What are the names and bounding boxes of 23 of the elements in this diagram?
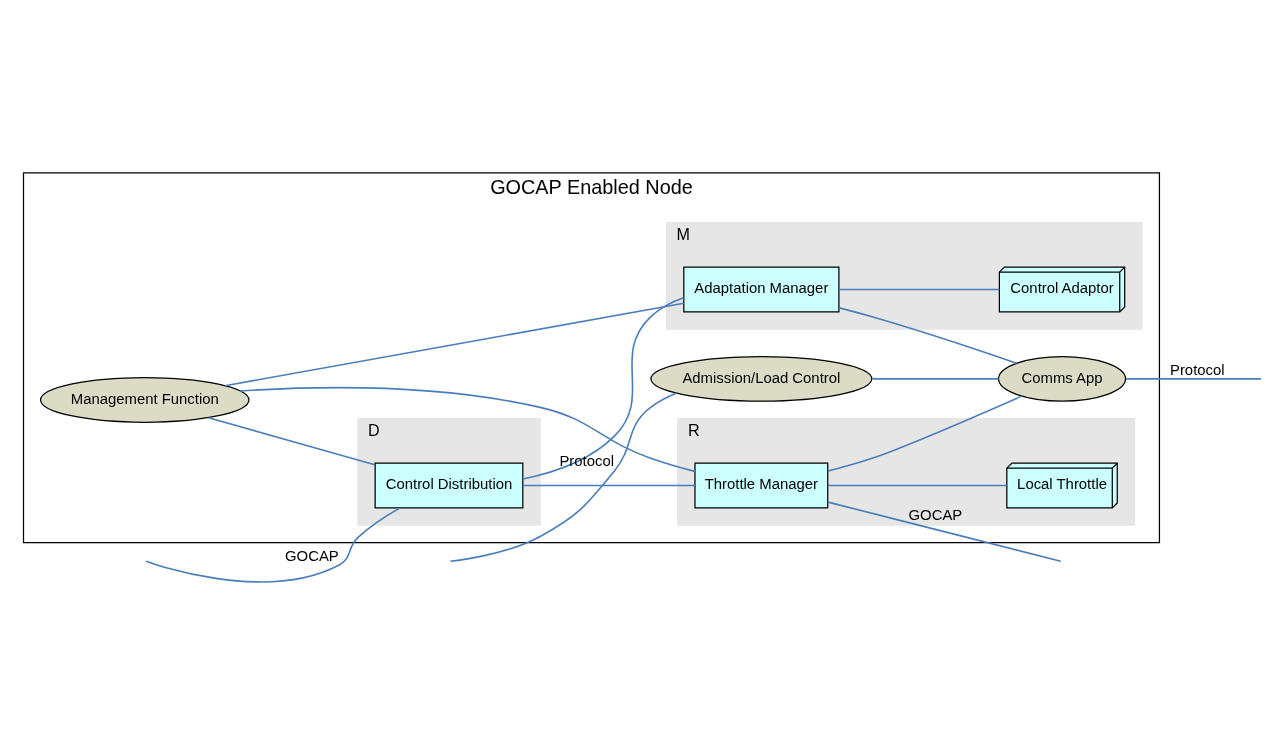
connector — [207, 416, 376, 466]
connector — [871, 377, 1000, 380]
node-ellipse: Comms App — [997, 355, 1127, 402]
edge-label: GOCAP — [908, 506, 963, 523]
connector — [449, 391, 677, 562]
connector — [239, 386, 696, 472]
connector — [224, 301, 685, 387]
node-box: Adaptation Manager — [683, 266, 840, 312]
connector — [522, 296, 685, 480]
edge-label: GOCAP — [285, 547, 339, 564]
connector — [838, 306, 1018, 364]
connector — [827, 484, 1008, 486]
connector — [1125, 377, 1262, 380]
connector — [838, 288, 1000, 290]
node-ellipse: Management Function — [40, 376, 250, 423]
connector — [827, 500, 1062, 562]
connector — [522, 484, 696, 486]
node-box: Control Distribution — [374, 462, 524, 508]
node-ellipse: Admission/Load Control — [650, 355, 873, 402]
connector — [827, 394, 1023, 472]
connector — [145, 506, 401, 583]
edge-label: Protocol — [1169, 361, 1225, 378]
node-box: Throttle Manager — [694, 462, 829, 508]
